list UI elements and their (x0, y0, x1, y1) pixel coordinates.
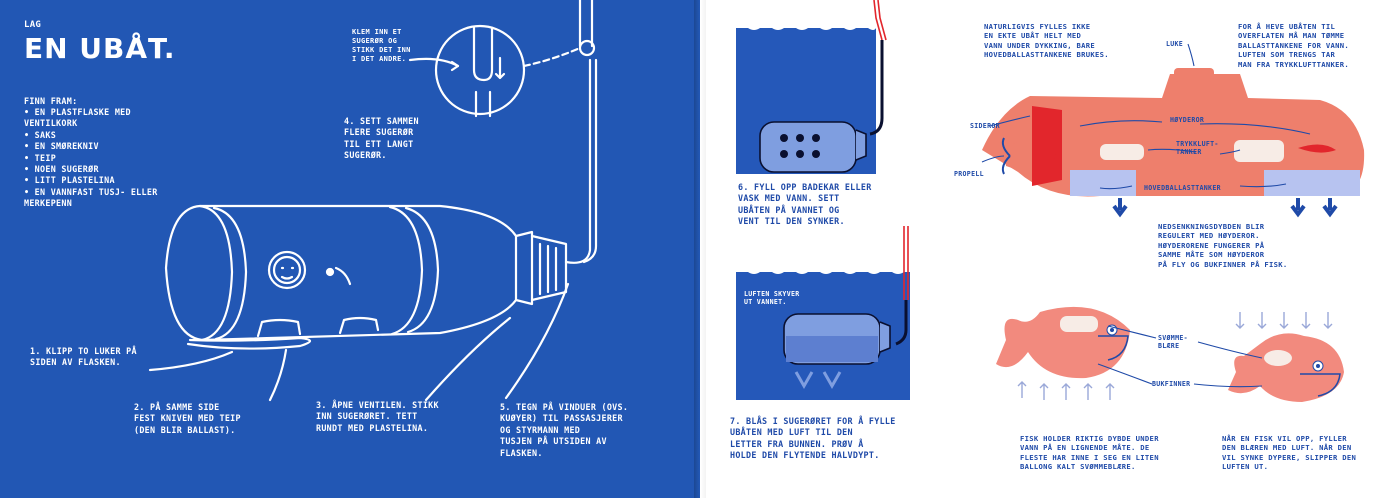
raise-text: For å heve ubåten til overflaten må man … (1238, 22, 1350, 69)
label-svommeblaere: Svømme- blære (1158, 334, 1188, 350)
materials-list: • En plastflaske med ventilkork • Saks •… (24, 107, 158, 210)
list-item: • Litt plastelina (24, 175, 115, 186)
label-luke: Luke (1166, 40, 1184, 48)
list-item: • En smørekniv (24, 141, 99, 152)
right-illustrations (736, 0, 1365, 402)
air-note: Luften skyver ut vannet. (744, 290, 800, 306)
list-item: • En plastflaske med ventilkork (24, 107, 131, 129)
label-hoyderor: Høyderor (1170, 116, 1205, 124)
step-6-text: 6. Fyll opp badekar eller vask med vann.… (738, 182, 872, 227)
bottle-illustration (148, 0, 598, 402)
label-hovedballast: Hovedballasttanker (1144, 184, 1221, 192)
step-3-text: 3. Åpne ventilen. Stikk inn sugerøret. T… (316, 400, 439, 433)
submarine-diagram (981, 43, 1365, 218)
kicker: Lag (24, 20, 42, 30)
step-4-text: 4. Sett sammen flere sugerør til ett lan… (344, 116, 419, 161)
step-2-text: 2. På samme side fest kniven med teip (d… (134, 402, 241, 435)
water-panel-sinking (736, 0, 887, 174)
water-panel-floating (736, 226, 910, 400)
materials-heading: Finn fram: (24, 96, 78, 106)
straw-note: Klem inn et sugerør og stikk det inn i d… (352, 28, 411, 63)
label-trykkluft: Trykkluft- tanker (1176, 140, 1219, 156)
step-1-text: 1. Klipp to luker på siden av flasken. (30, 346, 137, 368)
left-page: Lag En ubåt. Finn fram: • En plastflaske… (0, 0, 700, 498)
fish-diagram-left (996, 306, 1157, 400)
intro-text: Naturligvis fylles ikke en ekte ubåt hel… (984, 22, 1109, 60)
book-gutter (694, 0, 706, 498)
list-item: • Saks (24, 129, 57, 140)
fish-diagram-right (1193, 312, 1344, 402)
depth-text: Nedsenkningsdybden blir regulert med høy… (1158, 222, 1288, 269)
step-7-text: 7. Blås i sugerøret for å fylle ubåten m… (730, 416, 896, 461)
rise-text: Når en fisk vil opp, fyller den blæren m… (1222, 434, 1357, 472)
fish-text: Fisk holder riktig dybde under vann på e… (1020, 434, 1159, 472)
list-item: • Teip (24, 152, 57, 163)
list-item: • Noen sugerør (24, 164, 99, 175)
list-item: • En vannfast tusj- eller merkepenn (24, 186, 158, 209)
label-propell: Propell (954, 170, 984, 178)
right-page: 6. Fyll opp badekar eller vask med vann.… (700, 0, 1400, 498)
label-sideror: Sideror (970, 122, 1000, 130)
label-bukfinner: Bukfinner (1152, 380, 1191, 388)
step-5-text: 5. Tegn på vinduer (ovs. kuøyer) til pas… (500, 402, 629, 458)
page-title: En ubåt. (24, 32, 176, 65)
